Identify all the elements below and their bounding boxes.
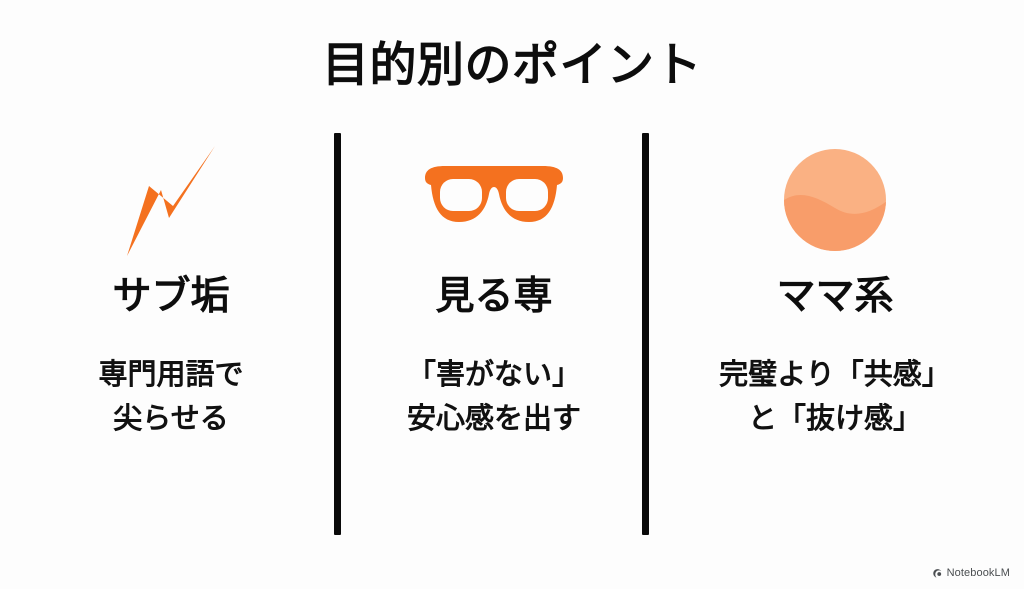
notebooklm-mark-icon <box>932 568 943 579</box>
column-body-text: 完璧より「共感」 と「抜け感」 <box>719 358 951 435</box>
column-divider-1 <box>334 133 341 535</box>
column-mom-type: ママ系 完璧より「共感」 と「抜け感」 <box>646 133 1024 535</box>
column-sub-account: サブ垢 専門用語で 尖らせる <box>0 133 342 535</box>
column-divider-2 <box>642 133 649 535</box>
column-lurker: 見る専 「害がない」 安心感を出す <box>342 133 646 535</box>
column-heading: ママ系 <box>776 275 894 318</box>
column-body-text: 専門用語で 尖らせる <box>98 358 244 435</box>
notebooklm-watermark: NotebookLM <box>932 567 1010 579</box>
page-title: 目的別のポイント <box>322 38 702 91</box>
glasses-icon <box>419 137 569 262</box>
notebooklm-label: NotebookLM <box>946 567 1010 579</box>
lightning-bolt-icon <box>123 137 219 262</box>
column-heading: サブ垢 <box>112 275 230 318</box>
column-body-text: 「害がない」 安心感を出す <box>406 358 581 435</box>
wave-circle-icon <box>783 137 887 262</box>
column-heading: 見る専 <box>435 275 553 318</box>
columns-container: サブ垢 専門用語で 尖らせる 見る専 「害がない」 安心感を出す <box>0 133 1024 535</box>
